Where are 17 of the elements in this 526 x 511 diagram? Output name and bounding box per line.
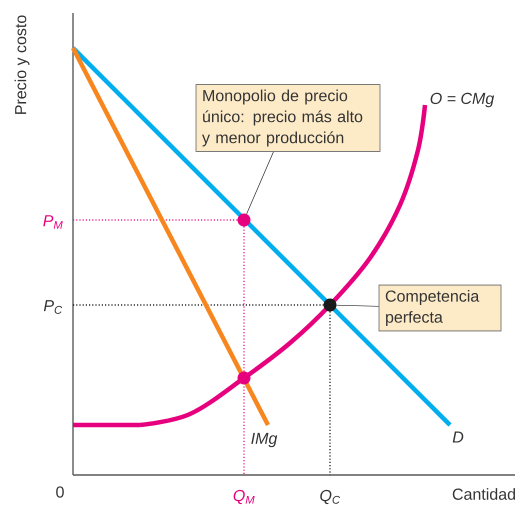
point xyxy=(324,298,336,312)
tick-label: Q$_{C}$ xyxy=(320,490,340,504)
axis-title: Precio y costo xyxy=(14,15,30,114)
axis-title: Cantidad xyxy=(452,488,515,500)
point xyxy=(238,372,250,384)
tick-label: Q$_{M}$ xyxy=(234,490,255,504)
tick-label: 0 xyxy=(56,486,64,498)
curve-label: IMg xyxy=(251,432,278,448)
tick-label: P$_{M}$ xyxy=(43,215,63,229)
leader-line xyxy=(336,304,379,307)
curve-label: D xyxy=(452,432,464,442)
tick-label: P$_{C}$ xyxy=(44,300,62,314)
callout-box: Monopolio de precio único: precio más alto y menor producción xyxy=(196,84,380,152)
callout-box: Competencia perfecta xyxy=(378,284,502,332)
curve-label: O = CMg xyxy=(430,92,494,108)
leader-line xyxy=(246,152,274,214)
point xyxy=(238,214,250,226)
